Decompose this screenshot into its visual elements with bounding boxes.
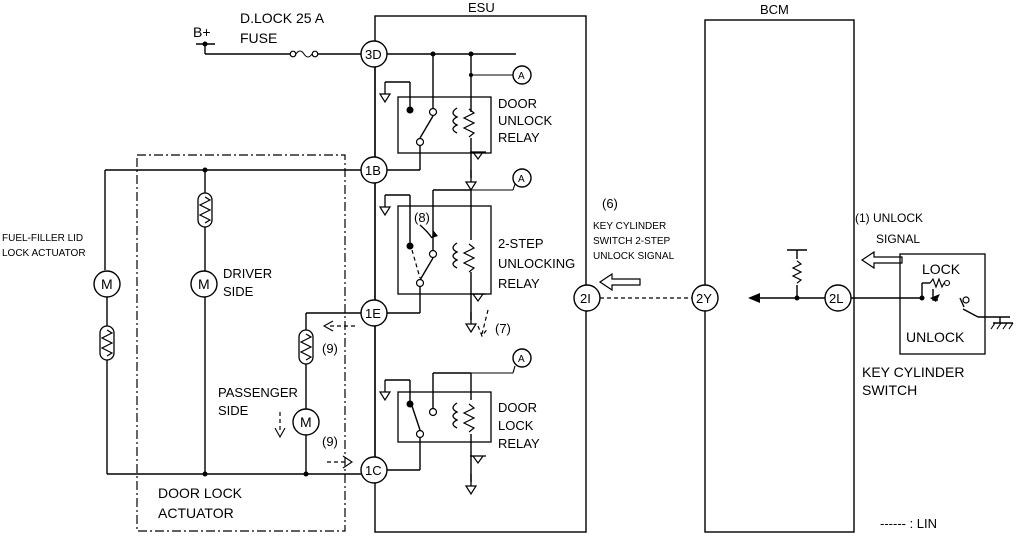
door-lock-relay-label: RELAY [498, 436, 540, 451]
unlock-signal-label: (1) UNLOCK [855, 211, 923, 225]
fuel-filler-label: FUEL-FILLER LID [2, 233, 83, 244]
two-step-relay-label: UNLOCKING [498, 256, 575, 271]
unlock-word: UNLOCK [906, 329, 965, 345]
svg-text:M: M [101, 276, 113, 292]
terminal-1e: 1E [360, 299, 388, 327]
door-unlock-relay-label: UNLOCK [498, 113, 553, 128]
unlock-signal-arrow [860, 250, 903, 270]
passenger-side-label: SIDE [218, 403, 249, 418]
door-lock-relay-box [397, 391, 492, 443]
fuse-word: FUSE [240, 30, 277, 46]
unlock-signal-label: SIGNAL [876, 232, 920, 246]
two-step-relay-label: RELAY [498, 276, 540, 291]
door-lock-relay-label: DOOR [498, 400, 537, 415]
ref-a-circle [512, 168, 532, 188]
svg-text:1B: 1B [365, 163, 381, 178]
passenger-motor: M [292, 408, 320, 436]
svg-text:2L: 2L [829, 291, 843, 306]
driver-side-label: SIDE [223, 284, 254, 299]
door-lock-actuator-label: ACTUATOR [158, 505, 234, 521]
step7-label: (7) [495, 321, 511, 336]
key-cyl-signal-label: (6) [602, 196, 618, 211]
svg-text:1E: 1E [365, 306, 381, 321]
step9a-label: (9) [322, 341, 338, 356]
legend-lin: ------ : LIN [880, 516, 937, 531]
passenger-side-label: PASSENGER [218, 385, 298, 400]
key-cylinder-switch-label: SWITCH [862, 382, 917, 398]
driver-motor: M [190, 270, 218, 298]
door-lock-actuator-box [136, 154, 346, 532]
fuse-symbol [289, 50, 319, 58]
door-unlock-relay-label: RELAY [498, 130, 540, 145]
fuse-name: D.LOCK 25 A [240, 10, 325, 26]
ref-a-label: A [518, 174, 525, 185]
fuel-filler-label: LOCK ACTUATOR [2, 248, 86, 259]
svg-text:2Y: 2Y [696, 291, 712, 306]
ref-a-circle [512, 348, 532, 368]
terminal-2i: 2I [573, 284, 601, 312]
door-unlock-relay-label: DOOR [498, 96, 537, 111]
terminal-2y: 2Y [691, 284, 719, 312]
step8-label: (8) [414, 210, 430, 225]
terminal-2l: 2L [824, 284, 852, 312]
ref-a-label: A [518, 354, 525, 365]
svg-text:1C: 1C [365, 463, 382, 478]
bcm-label: BCM [760, 2, 789, 17]
door-unlock-relay-box [397, 96, 492, 154]
key-cyl-signal-label: SWITCH 2-STEP [593, 236, 671, 247]
esu-box [374, 15, 587, 533]
b-plus-label: B+ [193, 24, 211, 40]
svg-text:3D: 3D [365, 47, 382, 62]
signal-arrow-left [598, 272, 641, 292]
fuel-filler-motor: M [93, 270, 121, 298]
two-step-relay-label: 2-STEP [498, 236, 544, 251]
step9b-label: (9) [322, 434, 338, 449]
ref-a-label: A [518, 71, 525, 82]
two-step-relay-box [397, 205, 492, 295]
lock-word: LOCK [922, 261, 961, 277]
key-cylinder-switch-label: KEY CYLINDER [862, 364, 964, 380]
key-cyl-signal-label: KEY CYLINDER [593, 221, 666, 232]
terminal-1c: 1C [360, 456, 388, 484]
door-lock-relay-label: LOCK [498, 418, 534, 433]
terminal-3d: 3D [360, 40, 388, 68]
svg-text:M: M [198, 276, 210, 292]
svg-text:2I: 2I [580, 291, 591, 306]
esu-label: ESU [468, 0, 495, 15]
key-cyl-signal-label: UNLOCK SIGNAL [593, 251, 675, 262]
driver-side-label: DRIVER [223, 266, 272, 281]
door-lock-actuator-label: DOOR LOCK [158, 485, 243, 501]
svg-text:M: M [300, 414, 312, 430]
bcm-box [704, 19, 855, 533]
terminal-1b: 1B [360, 156, 388, 184]
key-cylinder-switch-box [899, 253, 986, 355]
